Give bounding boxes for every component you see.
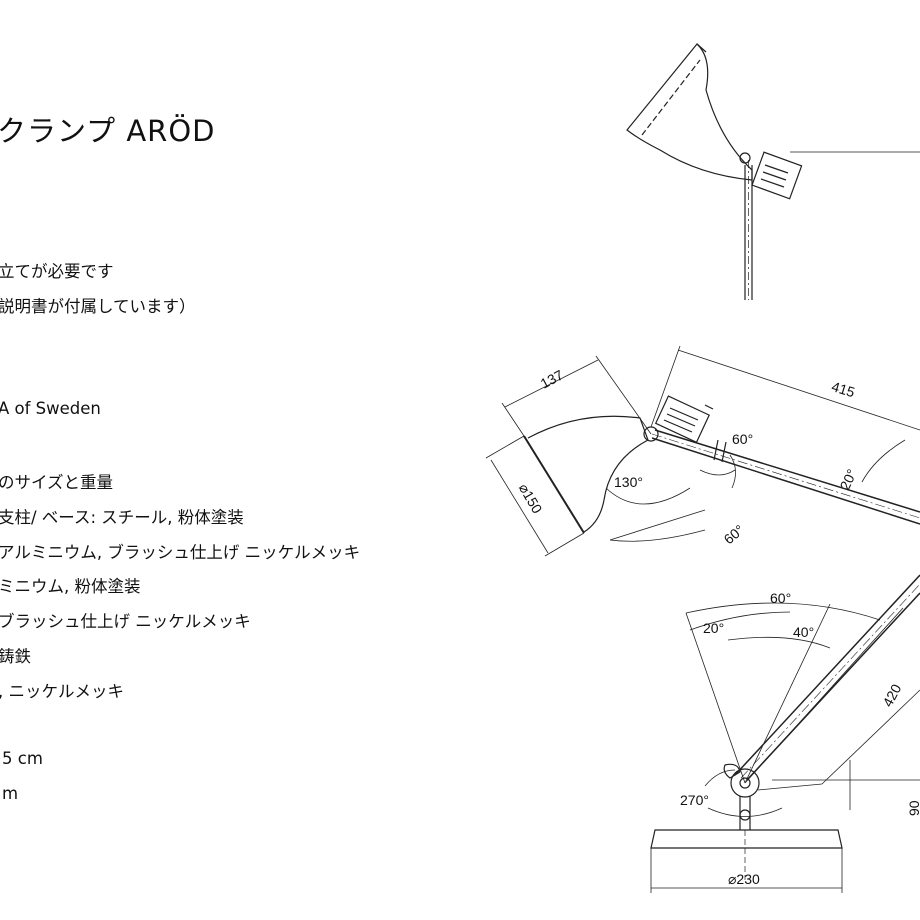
dim-415: 415 [830,378,857,400]
page-title: クランプ ARÖD [0,114,216,148]
dimension-labels: 137 415 ⌀150 60° 130° 60° 20° 60° 20° 40… [516,367,920,887]
top-lamp-view [626,43,920,300]
spec-line-material-5: 鋳鉄 [0,647,31,666]
spec-line-size-heading: のサイズと重量 [0,473,114,492]
spec-line-material-2: アルミニウム, ブラッシュ仕上げ ニッケルメッキ [0,543,361,562]
spec-line-assembly: 立てが必要です [0,262,114,281]
spec-line-size-1: 5 cm [2,749,43,768]
angle-60-top: 60° [732,431,753,447]
angle-20-left: 20° [703,620,724,636]
spec-line-instructions: 説明書が付属しています） [0,297,196,316]
spec-line-material-3: ミニウム, 粉体塗装 [0,577,141,596]
spec-line-designer: A of Sweden [0,399,101,418]
dimension-lines [485,345,920,893]
main-lamp-view [523,395,920,880]
angle-60-mid: 60° [770,590,791,606]
spec-line-material-4: ブラッシュ仕上げ ニッケルメッキ [0,612,251,631]
dim-420: 420 [879,681,904,709]
dim-150: ⌀150 [516,481,546,517]
dim-230: ⌀230 [728,871,760,887]
angle-40: 40° [793,624,814,640]
dim-right-edge: 90 [906,800,920,816]
angle-270: 270° [680,792,709,808]
angle-20-right: 20° [837,466,860,492]
spec-line-material-6: , ニッケルメッキ [0,682,124,701]
angle-130: 130° [614,474,643,490]
spec-line-size-2: m [2,784,19,803]
angle-60-low: 60° [721,521,748,547]
spec-line-material-1: 支柱/ ベース: スチール, 粉体塗装 [0,508,244,527]
